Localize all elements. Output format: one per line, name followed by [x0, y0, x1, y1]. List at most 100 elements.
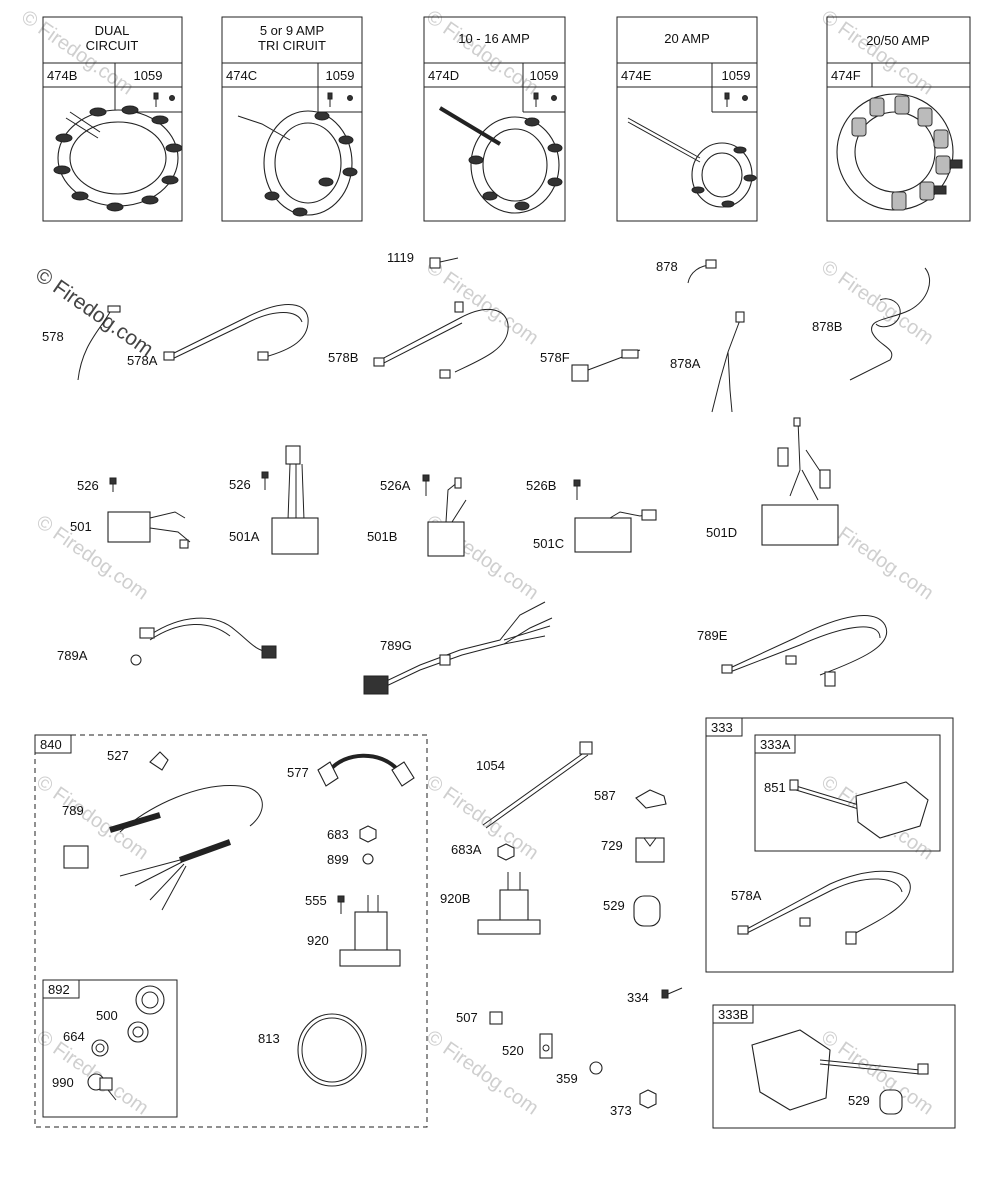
part-label: 474C — [226, 68, 257, 83]
stator-header: TRI CIRUIT — [258, 38, 326, 53]
lock-nut-icon — [127, 1021, 149, 1043]
part-501D: 501D — [706, 417, 839, 546]
part-label: 1059 — [326, 68, 355, 83]
part-555: 555 — [305, 893, 345, 914]
part-526A: 526A — [380, 474, 430, 496]
part-359: 359 — [556, 1061, 603, 1086]
part-label: 526A — [380, 478, 411, 493]
watermark: © Firedog.com — [817, 6, 937, 99]
kit-892: 892 500 664 990 — [42, 979, 178, 1118]
watermark: © Firedog.com — [422, 256, 542, 349]
part-789E: 789E — [697, 615, 888, 687]
part-label: 729 — [601, 838, 623, 853]
part-label: 664 — [63, 1029, 85, 1044]
screw-icon — [327, 92, 353, 107]
part-label: 789A — [57, 648, 88, 663]
part-520: 520 — [502, 1033, 553, 1059]
part-334: 334 — [627, 987, 683, 1005]
part-501: 501 — [70, 511, 191, 549]
part-label: 1059 — [134, 68, 163, 83]
part-label: 527 — [107, 748, 129, 763]
part-526: 526 — [77, 477, 117, 493]
stator-header: 20/50 AMP — [866, 33, 930, 48]
part-label: 851 — [764, 780, 786, 795]
stator-ring-icon — [627, 117, 757, 208]
part-789-harness: 789 — [62, 785, 263, 911]
part-label: 334 — [627, 990, 649, 1005]
part-label: 529 — [603, 898, 625, 913]
screw-icon — [724, 92, 748, 107]
part-label: 840 — [40, 737, 62, 752]
part-label: 501C — [533, 536, 564, 551]
part-578A-wire: 578A — [731, 870, 911, 945]
stator-assembly-icon — [836, 93, 963, 211]
part-526B: 526B — [526, 478, 581, 500]
part-813: 813 — [258, 1013, 367, 1087]
screw-icon — [153, 92, 175, 107]
part-878A: 878A — [670, 311, 745, 413]
part-578F: 578F — [540, 349, 641, 382]
kit-333: 333 333A 851 578A — [705, 717, 954, 973]
part-label: 501A — [229, 529, 260, 544]
part-label: 333B — [718, 1007, 748, 1022]
watermark: © Firedog.com — [422, 771, 542, 864]
part-label: 899 — [327, 852, 349, 867]
grommet-icon — [879, 1089, 903, 1115]
part-label: 555 — [305, 893, 327, 908]
part-label: 526 — [77, 478, 99, 493]
ignition-switch-icon — [135, 985, 165, 1015]
part-label: 474B — [47, 68, 77, 83]
part-578: 578 — [42, 305, 121, 381]
part-label: 878A — [670, 356, 701, 371]
part-label: 920B — [440, 891, 470, 906]
part-578B: 578B — [328, 301, 509, 379]
stator-ring-icon — [53, 105, 183, 212]
part-label: 1059 — [722, 68, 751, 83]
part-789A: 789A — [57, 617, 277, 666]
part-label: 578A — [731, 888, 762, 903]
part-label: 1059 — [530, 68, 559, 83]
part-label: 507 — [456, 1010, 478, 1025]
part-529: 529 — [603, 895, 661, 927]
part-501A: 501A — [229, 445, 319, 555]
stator-header: 20 AMP — [664, 31, 710, 46]
part-label: 373 — [610, 1103, 632, 1118]
part-label: 474F — [831, 68, 861, 83]
part-label: 520 — [502, 1043, 524, 1058]
part-label: 501D — [706, 525, 737, 540]
part-label: 578B — [328, 350, 358, 365]
part-label: 920 — [307, 933, 329, 948]
stator-ring-icon — [438, 106, 563, 214]
part-label: 578 — [42, 329, 64, 344]
part-526-b: 526 — [229, 471, 269, 492]
ignition-coil-icon — [789, 779, 929, 839]
part-label: 892 — [48, 982, 70, 997]
part-label: 813 — [258, 1031, 280, 1046]
part-label: 500 — [96, 1008, 118, 1023]
part-label: 529 — [848, 1093, 870, 1108]
part-501B: 501B — [367, 477, 467, 557]
stator-ring-icon — [237, 110, 358, 217]
part-label: 577 — [287, 765, 309, 780]
part-920B: 920B — [440, 872, 541, 935]
watermark: © Firedog.com — [31, 263, 157, 361]
part-label: 359 — [556, 1071, 578, 1086]
part-373: 373 — [610, 1089, 657, 1118]
part-label: 526 — [229, 477, 251, 492]
kit-333B: 333B 529 — [712, 1004, 956, 1129]
stator-header: CIRCUIT — [86, 38, 139, 53]
watermark: © Firedog.com — [422, 1026, 542, 1119]
part-501C: 501C — [533, 509, 657, 553]
stator-header: DUAL — [95, 23, 130, 38]
stator-header: 5 or 9 AMP — [260, 23, 324, 38]
part-729: 729 — [601, 837, 665, 863]
part-label: 501 — [70, 519, 92, 534]
stator-box-474E: 20 AMP 474E 1059 — [616, 16, 758, 222]
part-label: 1119 — [387, 250, 414, 265]
part-920: 920 — [307, 895, 401, 967]
part-label: 501B — [367, 529, 397, 544]
part-label: 683A — [451, 842, 482, 857]
part-label: 333A — [760, 737, 791, 752]
nut-icon — [91, 1039, 109, 1057]
